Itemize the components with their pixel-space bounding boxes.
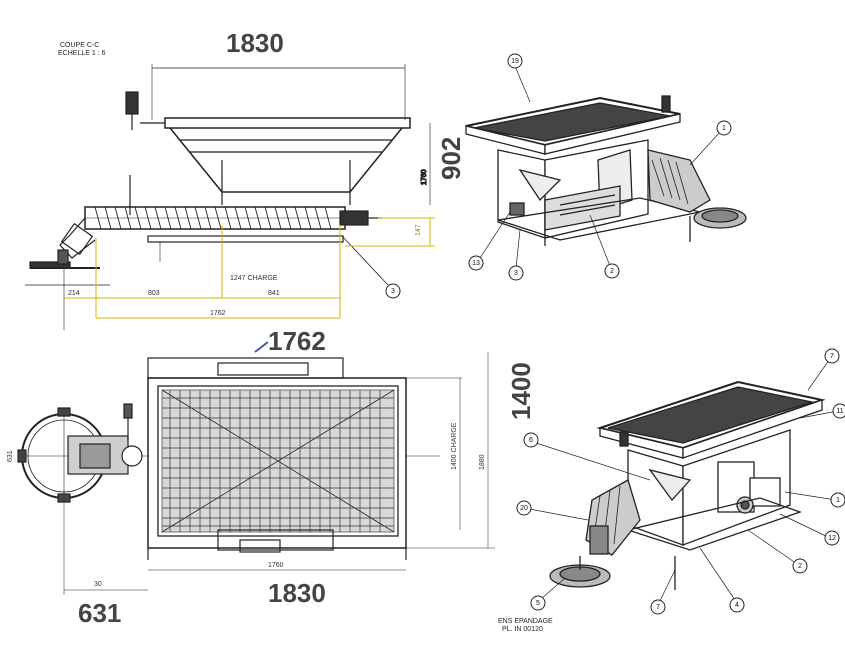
callout-bottom-11: 11 <box>832 403 845 419</box>
plan-view <box>17 352 495 595</box>
dim-spinner-offset: 631 <box>78 598 122 628</box>
dim-147: 147 <box>415 224 422 236</box>
svg-text:2: 2 <box>798 563 802 570</box>
svg-text:3: 3 <box>391 288 395 295</box>
callout-top-1: 1 <box>716 120 732 136</box>
note-line-1: ENS EPANDAGE <box>498 618 553 625</box>
dim-top-width: 1830 <box>226 28 284 58</box>
svg-text:3: 3 <box>514 270 518 277</box>
note-line-2: PL. IN 00120 <box>502 626 543 633</box>
svg-text:11: 11 <box>836 408 843 415</box>
svg-text:20: 20 <box>520 505 528 512</box>
callout-bottom-12: 12 <box>824 530 840 546</box>
callout-bottom-7b: 7 <box>650 599 666 615</box>
callout-bottom-5: 5 <box>530 595 546 611</box>
svg-text:12: 12 <box>828 535 836 542</box>
svg-text:19: 19 <box>511 58 519 65</box>
dim-30: 30 <box>94 581 102 588</box>
callout-bottom-7a: 7 <box>824 348 840 364</box>
iso-top-view <box>465 65 747 269</box>
svg-text:2: 2 <box>610 268 614 275</box>
plan-grid <box>162 390 394 532</box>
callout-top-13: 13 <box>468 255 484 271</box>
callout-top-3: 3 <box>508 265 524 281</box>
section-label: COUPE C-C <box>60 42 100 49</box>
callout-bottom-2: 2 <box>792 558 808 574</box>
dim-1400-charge: 1400 CHARGE <box>451 422 458 470</box>
iso-bottom-view <box>523 355 839 606</box>
svg-text:1: 1 <box>836 497 840 504</box>
dim-214: 214 <box>68 290 80 297</box>
svg-text:13: 13 <box>472 260 480 267</box>
callout-bottom-20: 20 <box>516 500 532 516</box>
callout-bottom-6: 6 <box>523 432 539 448</box>
callout-bottom-4: 4 <box>729 597 745 613</box>
dim-hopper-height: 1760 <box>421 169 428 185</box>
callout-top-2: 2 <box>604 263 620 279</box>
svg-text:7: 7 <box>830 353 834 360</box>
svg-text:5: 5 <box>536 600 540 607</box>
callout-bottom-1a: 1 <box>830 492 845 508</box>
callout-section-3: 3 <box>385 283 401 299</box>
dim-charge: 1247 CHARGE <box>230 275 278 282</box>
dim-631-small: 631 <box>7 450 14 462</box>
svg-text:6: 6 <box>529 437 533 444</box>
callout-top-19: 19 <box>507 53 523 69</box>
section-yellow-dims <box>64 217 435 319</box>
scale-label: ECHELLE 1 : 6 <box>58 50 106 57</box>
section-view: 1760 <box>25 64 431 330</box>
svg-text:1: 1 <box>722 125 726 132</box>
svg-text:7: 7 <box>656 604 660 611</box>
dim-1762-small: 1762 <box>210 310 226 317</box>
dim-841: 841 <box>268 290 280 297</box>
dim-bottom-width: 1830 <box>268 578 326 608</box>
dim-auger-length: 1762 <box>268 326 326 356</box>
dim-1760-plan: 1760 <box>268 562 284 569</box>
dim-1880: 1880 <box>479 454 486 470</box>
dim-803: 803 <box>148 290 160 297</box>
svg-text:4: 4 <box>735 602 739 609</box>
